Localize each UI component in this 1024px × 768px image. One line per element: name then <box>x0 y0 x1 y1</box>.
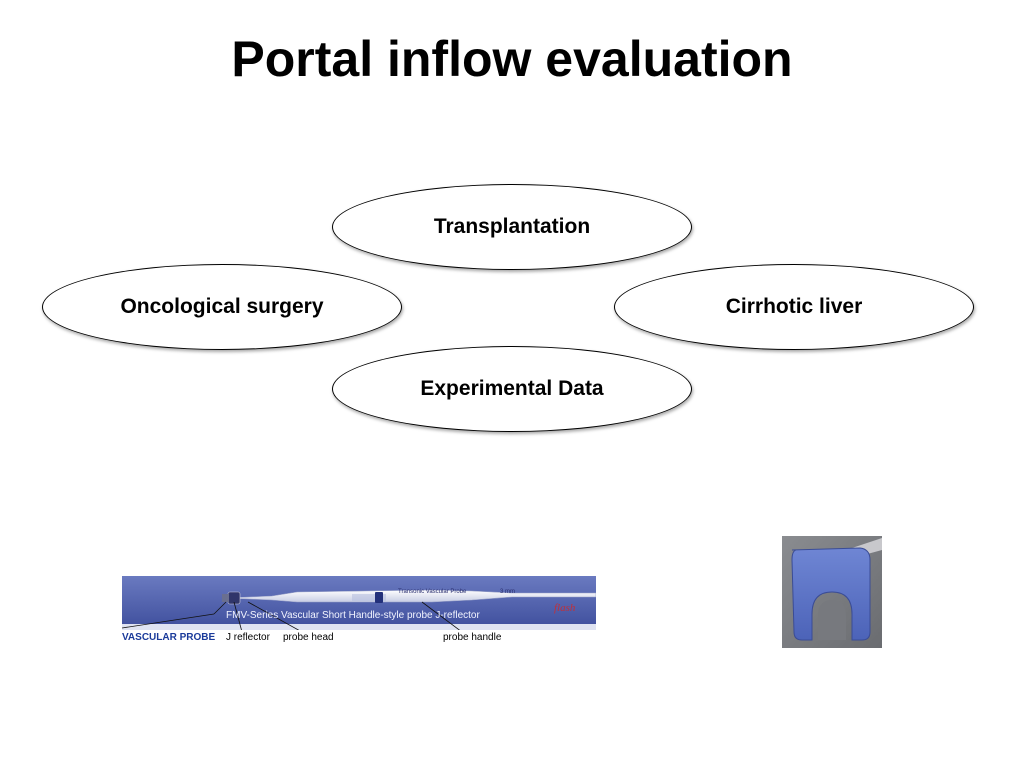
caption-probe-head: probe head <box>283 632 334 643</box>
vascular-probe-image: Transonic Vascular Probe 3 mm FMV-Series… <box>122 576 596 630</box>
vascular-probe-illustration <box>122 576 596 630</box>
probe-clip-image <box>782 536 882 648</box>
topic-experimental-data-label: Experimental Data <box>420 377 604 400</box>
topic-experimental-data: Experimental Data <box>332 346 692 432</box>
probe-handle-text: Transonic Vascular Probe <box>398 589 467 595</box>
slide-title: Portal inflow evaluation <box>231 31 793 87</box>
topic-cirrhotic-liver-label: Cirrhotic liver <box>725 295 863 318</box>
topic-transplantation-label: Transplantation <box>433 215 591 238</box>
topic-transplantation: Transplantation <box>332 184 692 270</box>
topic-cirrhotic-liver: Cirrhotic liver <box>614 264 974 350</box>
caption-vascular-probe: VASCULAR PROBE <box>122 632 216 643</box>
topic-oncological-surgery: Oncological surgery <box>42 264 402 350</box>
caption-probe-handle: probe handle <box>443 632 502 643</box>
topic-oncological-surgery-label: Oncological surgery <box>120 295 324 318</box>
caption-j-reflector: J reflector <box>226 632 270 643</box>
probe-brand-text: flash <box>554 602 576 614</box>
probe-series-label: FMV-Series Vascular Short Handle-style p… <box>226 610 480 621</box>
probe-size-text: 3 mm <box>500 589 515 595</box>
probe-clip-illustration <box>782 536 882 648</box>
